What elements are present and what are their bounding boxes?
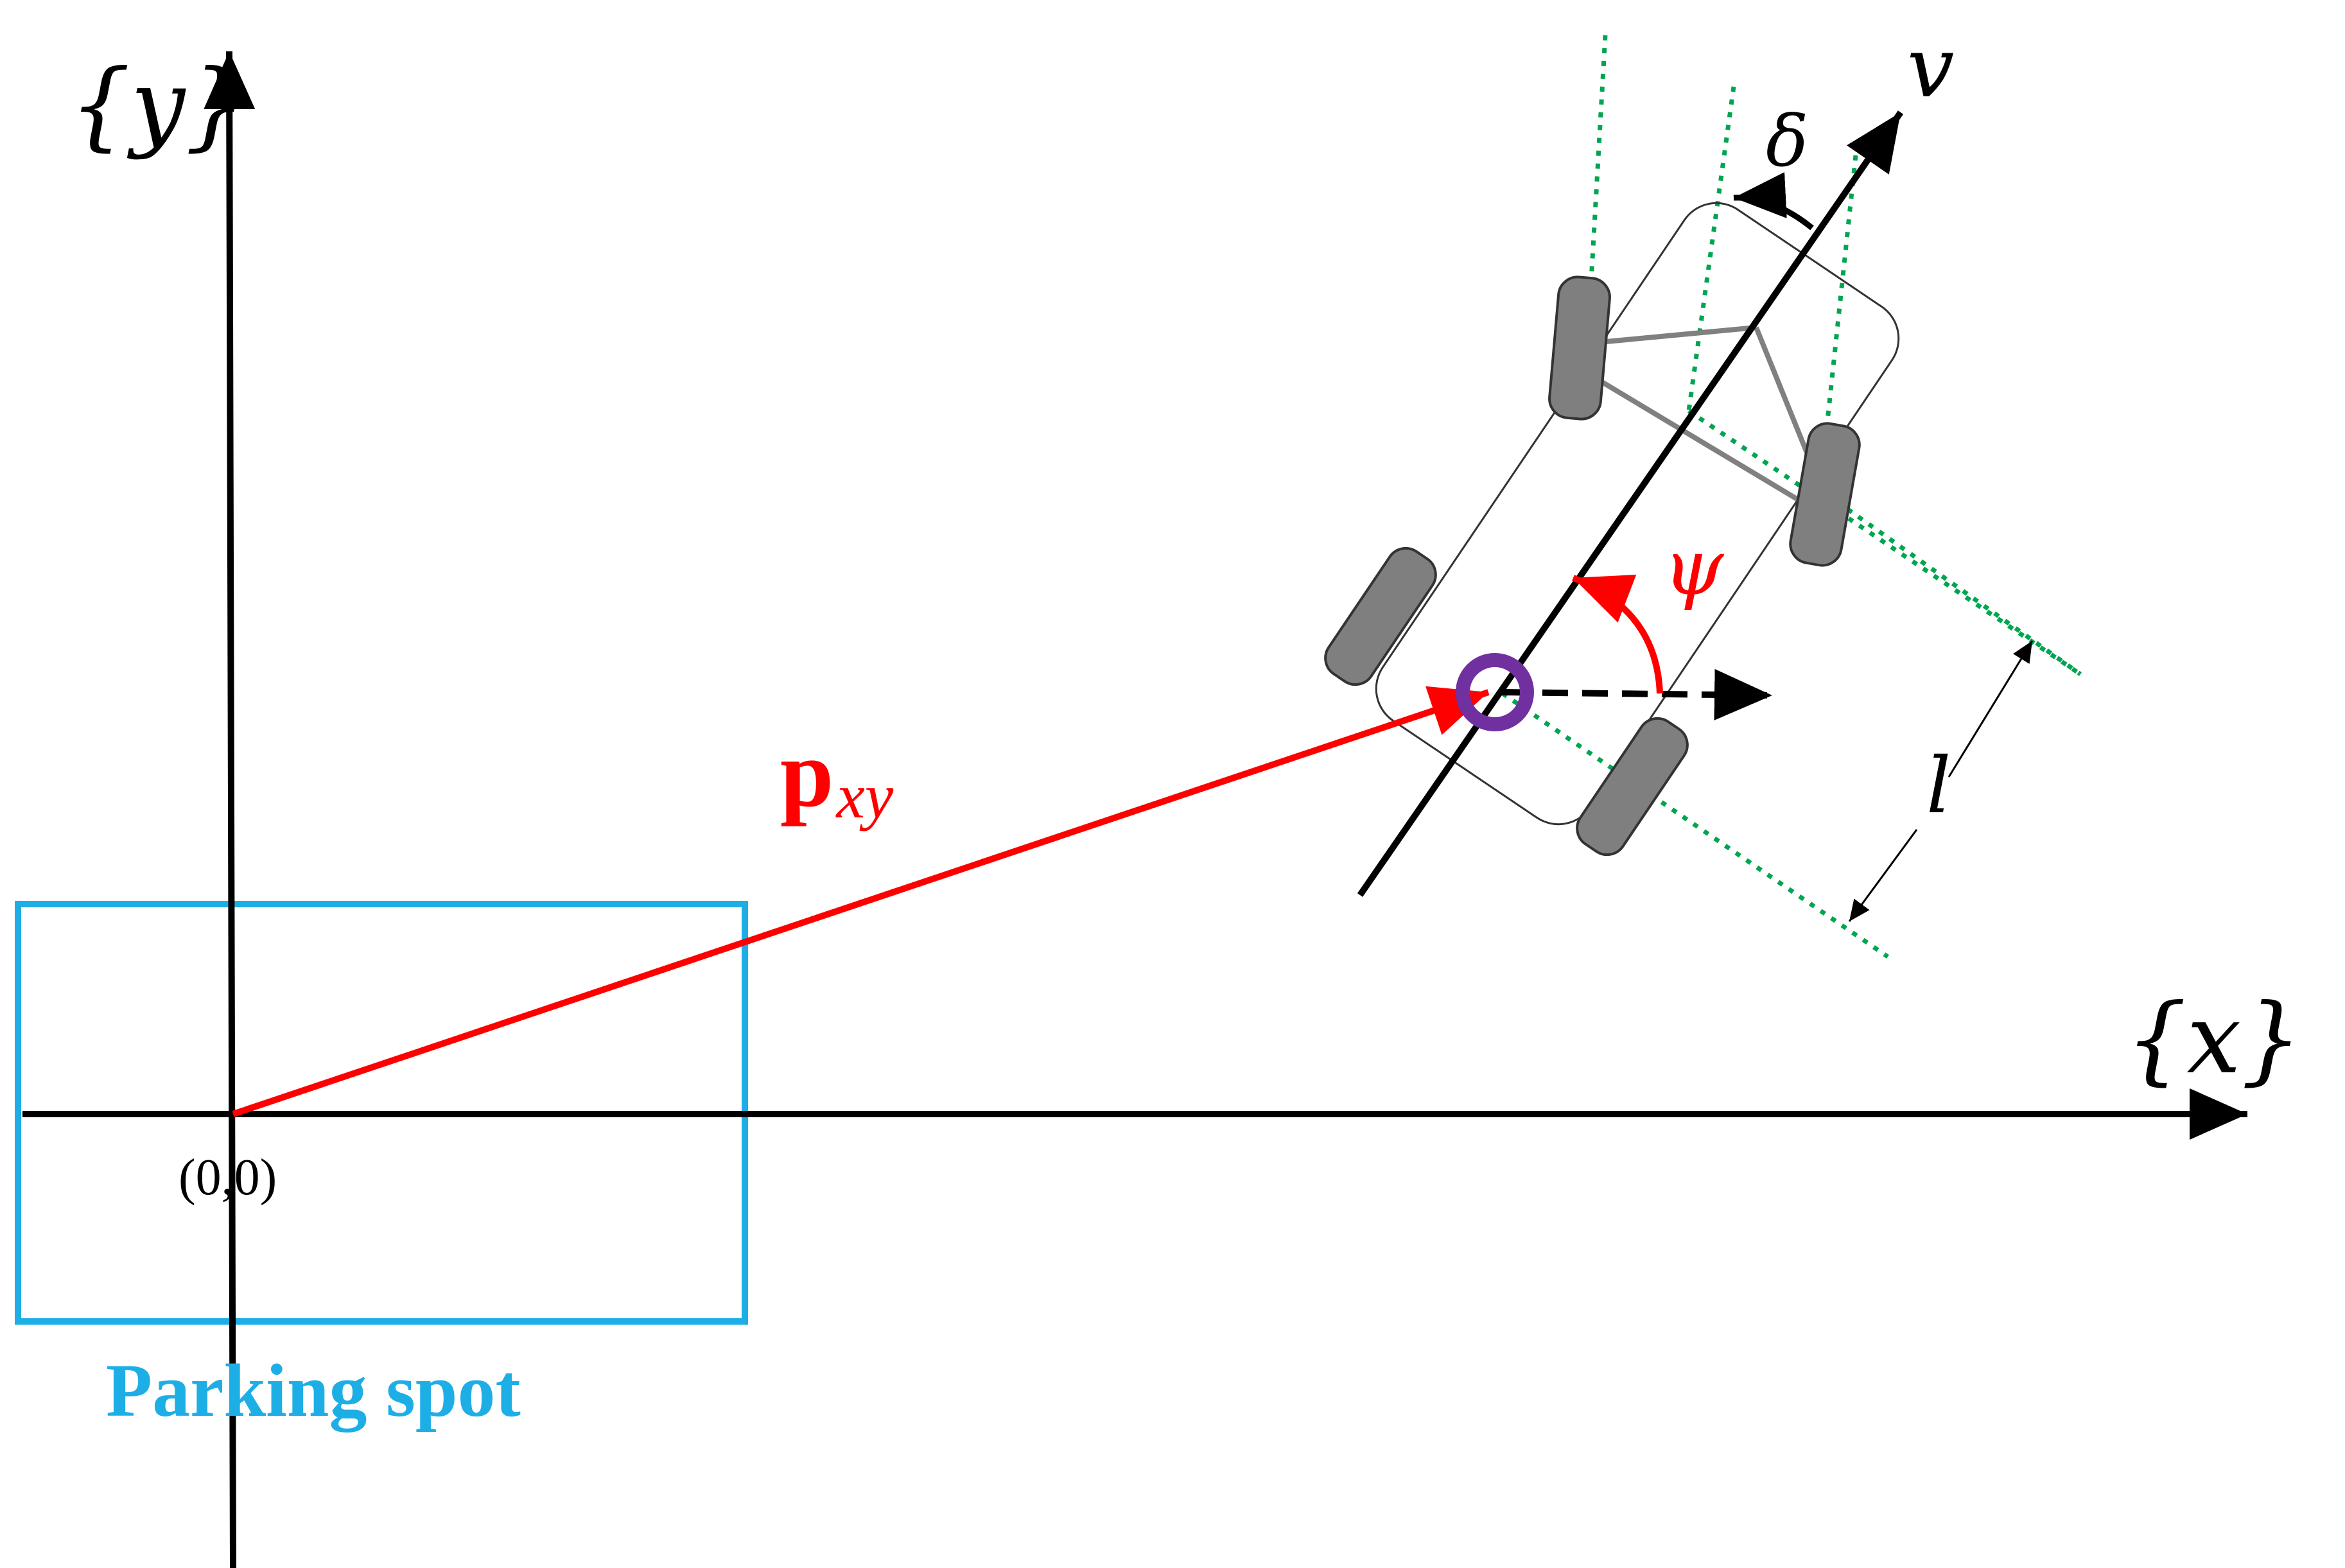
rear-left-wheel	[1324, 546, 1437, 686]
position-vector-label: p xy	[780, 720, 894, 832]
position-vector	[232, 686, 1490, 1117]
heading-reference-line	[1502, 668, 1773, 720]
heading-angle-label: ψ	[1663, 523, 1725, 613]
steering-angle-label: δ	[1766, 100, 1808, 182]
heading-angle-arc	[1572, 575, 1663, 694]
position-vector-subscript: xy	[835, 760, 893, 832]
velocity-label: v	[1907, 19, 1954, 116]
guide-lines	[1501, 35, 2082, 959]
vehicle-longitudinal-axis	[1357, 110, 1904, 897]
wheelbase-dimension-lower	[1848, 829, 1918, 922]
y-axis-label: {y}	[69, 49, 247, 161]
wheels	[1324, 275, 1861, 857]
vehicle-body	[1375, 202, 1900, 826]
y-axis	[204, 51, 256, 1568]
reference-point-marker	[1456, 653, 1534, 731]
steering-angle-arc	[1733, 172, 1814, 231]
rear-right-wheel	[1576, 717, 1689, 857]
parking-spot-label: Parking spot	[106, 1348, 521, 1433]
origin-label: (0,0)	[179, 1149, 277, 1206]
steering-linkage	[1584, 325, 1813, 510]
x-axis-label: {x}	[2125, 984, 2302, 1095]
front-right-wheel	[1789, 422, 1861, 567]
front-left-wheel	[1548, 275, 1611, 421]
wheelbase-dimension	[1948, 640, 2034, 778]
wheelbase-label: l	[1926, 742, 1951, 831]
position-vector-symbol: p	[780, 720, 833, 827]
